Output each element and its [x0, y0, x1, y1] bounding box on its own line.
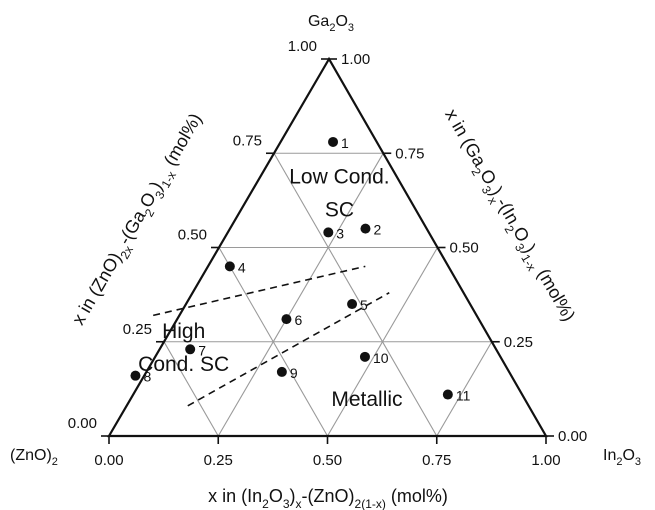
data-point [130, 370, 141, 381]
left-tick-label: 0.25 [123, 321, 152, 338]
data-point-label: 10 [373, 350, 389, 366]
bottom-tick-label: 1.00 [531, 452, 560, 469]
grid-line [163, 341, 219, 437]
data-point-label: 11 [456, 388, 471, 404]
data-point-label: 5 [360, 297, 368, 313]
data-point-label: 9 [290, 365, 298, 381]
vertex-label-ga2o3: Ga2O3 [308, 13, 354, 34]
right-tick-label: 0.00 [558, 428, 587, 445]
vertex-label-zno: (ZnO)2 [10, 447, 58, 468]
grid-line [218, 247, 328, 437]
data-point-label: 7 [198, 342, 206, 358]
region-label: Low Cond. [289, 165, 389, 188]
right-axis-label: x in (Ga2O3)x-(In2O3)1-x (mol%) [437, 105, 579, 327]
data-point [328, 136, 339, 147]
phase-boundary-line [187, 292, 390, 407]
data-point [224, 261, 235, 272]
region-label: SC [325, 198, 354, 221]
grid-line [436, 341, 493, 437]
data-point-label: 8 [143, 369, 151, 385]
data-point [442, 389, 453, 400]
right-tick-label: 0.25 [504, 334, 533, 351]
data-point [360, 223, 371, 234]
phase-boundaries [152, 265, 390, 407]
bottom-tick-label: 0.75 [422, 452, 451, 469]
data-point-label: 2 [373, 222, 381, 238]
bottom-tick-label: 0.25 [204, 452, 233, 469]
left-tick-label: 1.00 [288, 38, 317, 55]
data-point-label: 1 [341, 135, 349, 151]
tick-marks [101, 58, 554, 444]
region-label: Cond. SC [138, 353, 229, 376]
vertex-label-in2o3: In2O3 [603, 447, 641, 468]
right-tick-label: 0.75 [395, 145, 424, 162]
data-point [323, 227, 334, 238]
vertex-labels: Ga2O3 (ZnO)2 In2O3 [10, 13, 641, 468]
bottom-tick-label: 0.00 [94, 452, 123, 469]
region-label: Metallic [331, 388, 402, 411]
data-point [185, 344, 196, 355]
data-point [347, 299, 358, 310]
phase-boundary-line [152, 265, 366, 317]
left-tick-label: 0.50 [178, 227, 207, 244]
data-point [276, 366, 287, 377]
grid-lines [163, 152, 493, 437]
grid-line [217, 152, 384, 437]
tick-labels: 0.00 0.25 0.50 0.75 1.00 1.00 0.75 0.50 0.25 0.00… [68, 38, 587, 469]
data-point [281, 314, 292, 325]
left-tick-label: 0.00 [68, 415, 97, 432]
right-tick-label: 1.00 [341, 51, 370, 68]
region-label: High [162, 320, 205, 343]
left-tick-label: 0.75 [233, 132, 262, 149]
right-tick-label: 0.50 [450, 240, 479, 257]
data-point [359, 351, 370, 362]
grid-line [273, 152, 438, 437]
data-point-label: 4 [238, 259, 246, 275]
data-point-label: 3 [336, 225, 344, 241]
data-point-label: 6 [294, 312, 302, 328]
bottom-axis-label: x in (In2O3)x-(ZnO)2(1-x) (mol%) [208, 486, 448, 510]
data-points: 1 2 3 4 5 6 7 8 9 10 11 [130, 135, 471, 404]
bottom-tick-label: 0.50 [313, 452, 342, 469]
